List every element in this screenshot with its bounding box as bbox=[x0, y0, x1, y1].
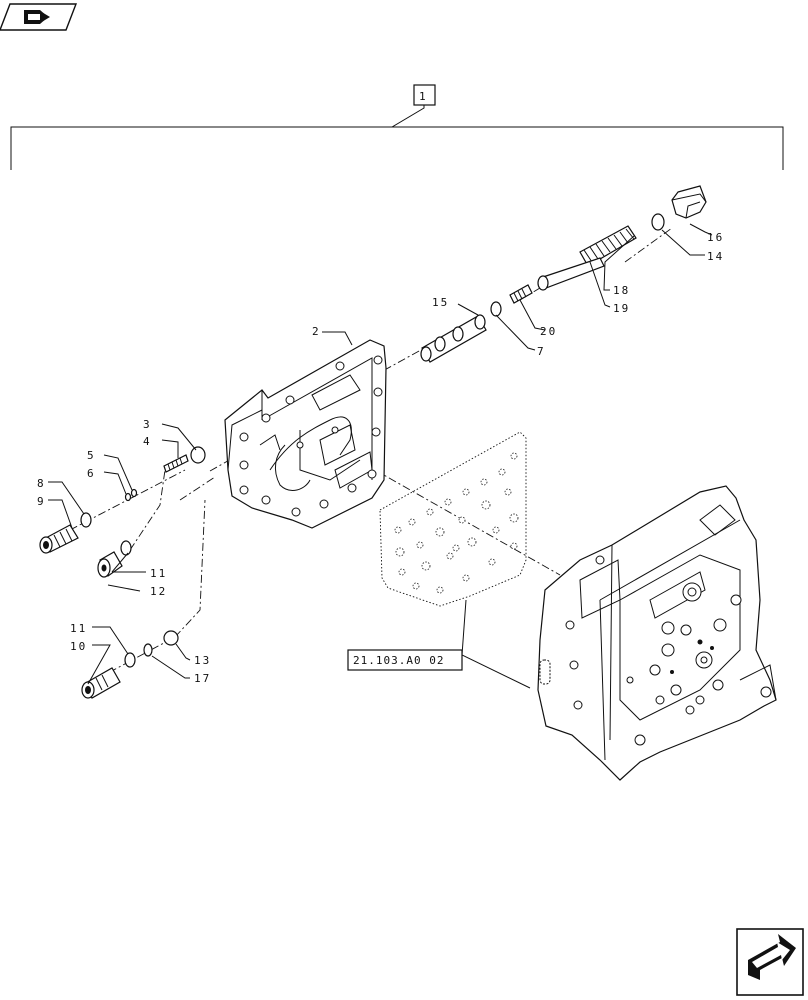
spring-and-plug-left bbox=[39, 446, 206, 699]
callout-15: 15 bbox=[432, 296, 449, 309]
valve-body-plate bbox=[224, 339, 387, 529]
callout-13: 13 bbox=[194, 654, 211, 667]
book-navigation-icon[interactable] bbox=[0, 3, 78, 31]
callout-11-upper: 11 bbox=[150, 567, 167, 580]
callout-17: 17 bbox=[194, 672, 211, 685]
callout-2: 2 bbox=[312, 325, 321, 338]
assembly-bracket bbox=[10, 84, 784, 170]
hydraulic-housing bbox=[537, 485, 777, 781]
callout-7: 7 bbox=[537, 345, 546, 358]
spool-assembly-right bbox=[420, 185, 707, 363]
callout-18: 18 bbox=[613, 284, 630, 297]
leader-lines bbox=[48, 223, 713, 689]
callout-10: 10 bbox=[70, 640, 87, 653]
callout-9: 9 bbox=[37, 495, 46, 508]
callout-4: 4 bbox=[143, 435, 152, 448]
cross-reference-label[interactable]: 21.103.A0 02 bbox=[353, 654, 444, 667]
assembly-ref-label: 1 bbox=[419, 90, 428, 103]
gasket-plate bbox=[379, 431, 527, 607]
callout-16: 16 bbox=[707, 231, 724, 244]
cross-reference-link[interactable]: 21.103.A0 02 bbox=[347, 649, 463, 671]
callout-6: 6 bbox=[87, 467, 96, 480]
callout-14: 14 bbox=[707, 250, 724, 263]
callout-3: 3 bbox=[143, 418, 152, 431]
callout-11-lower: 11 bbox=[70, 622, 87, 635]
callout-5: 5 bbox=[87, 449, 96, 462]
callout-8: 8 bbox=[37, 477, 46, 490]
callout-12: 12 bbox=[150, 585, 167, 598]
next-page-arrow-icon[interactable] bbox=[736, 928, 804, 996]
callout-20: 20 bbox=[540, 325, 557, 338]
callout-19: 19 bbox=[613, 302, 630, 315]
